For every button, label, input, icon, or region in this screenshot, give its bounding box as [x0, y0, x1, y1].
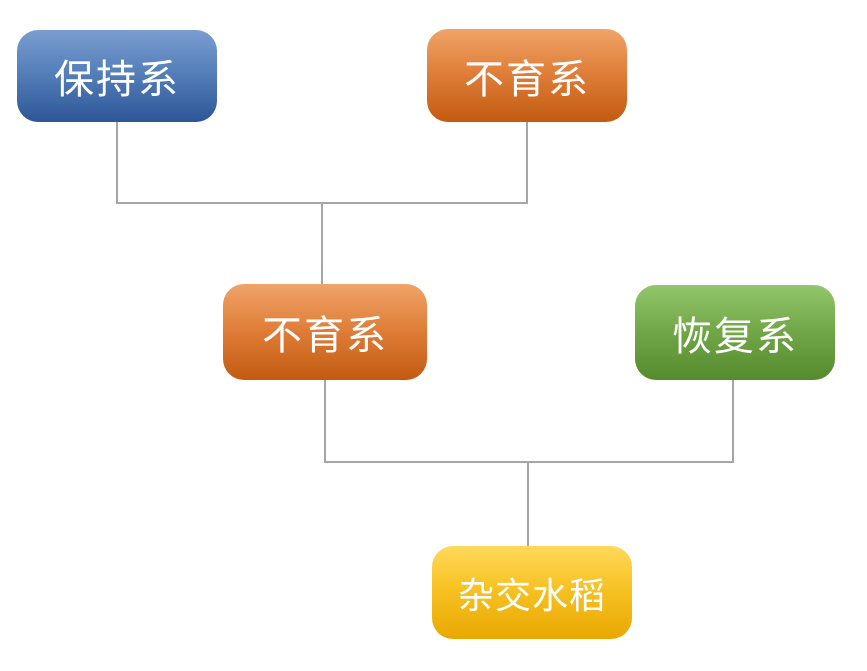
node-label: 杂交水稻 [457, 574, 606, 616]
connector-line [321, 202, 324, 284]
node-sterile-line-top[interactable]: 不育系 [427, 29, 627, 122]
node-sterile-line-middle[interactable]: 不育系 [223, 284, 427, 380]
node-label: 保持系 [54, 58, 180, 102]
connector-line [526, 121, 529, 204]
connector-line [732, 380, 735, 463]
connector-line [324, 380, 327, 463]
node-label: 恢复系 [672, 314, 798, 359]
connector-line [116, 121, 119, 204]
node-maintainer-line[interactable]: 保持系 [17, 30, 217, 122]
node-label: 不育系 [262, 314, 388, 358]
node-restorer-line[interactable]: 恢复系 [635, 285, 835, 380]
node-hybrid-rice[interactable]: 杂交水稻 [432, 546, 632, 639]
node-label: 不育系 [464, 57, 590, 102]
connector-line [527, 461, 530, 547]
